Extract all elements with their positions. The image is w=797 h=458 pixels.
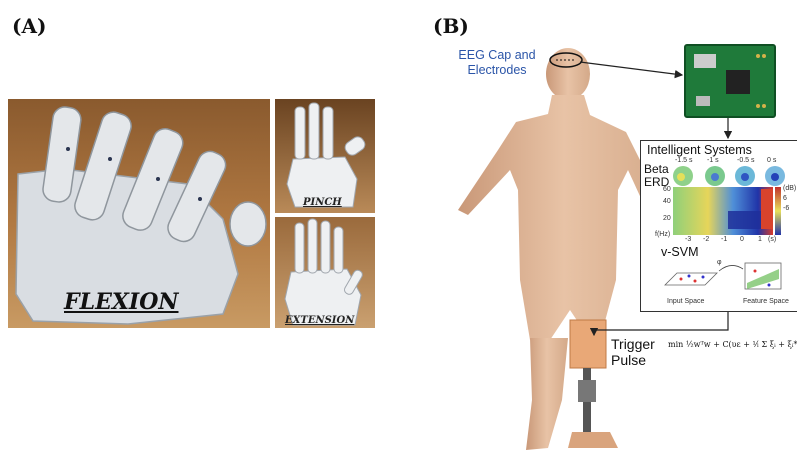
input-space-label: Input Space <box>667 298 704 305</box>
svm-spaces-illustration <box>661 259 791 297</box>
time-label-1: -1.5 s <box>675 157 693 164</box>
intelligent-systems-title: Intelligent Systems <box>647 143 752 157</box>
topography-maps <box>671 165 797 187</box>
y-tick-20: 20 <box>663 215 671 222</box>
x-tick-2: -2 <box>703 236 709 243</box>
x-tick-4: 0 <box>740 236 744 243</box>
x-tick-3: -1 <box>721 236 727 243</box>
trigger-label-line2: Pulse <box>611 352 655 368</box>
x-tick-1: -3 <box>685 236 691 243</box>
phi-symbol: φ <box>717 259 722 266</box>
time-label-3: -0.5 s <box>737 157 755 164</box>
time-label-4: 0 s <box>767 157 776 164</box>
colorbar-top-tick: 6 <box>783 195 787 202</box>
colorbar-bottom-tick: -6 <box>783 205 789 212</box>
colorbar <box>775 187 781 235</box>
erd-spectrogram <box>673 187 773 235</box>
time-label-2: -1 s <box>707 157 719 164</box>
y-top-tick: 60 <box>663 186 671 193</box>
y-axis-label: f(Hz) <box>655 231 670 238</box>
feature-space-label: Feature Space <box>743 298 789 305</box>
intelligent-systems-box: Intelligent Systems Beta ERD -1.5 s -1 s… <box>640 140 797 312</box>
x-unit: (s) <box>768 236 776 243</box>
trigger-label-line1: Trigger <box>611 336 655 352</box>
svm-formula: min ½wᵀw + C(υε + ¹⁄ₗ Σ ξᵢ + ξᵢ*) <box>668 340 797 349</box>
x-tick-5: 1 <box>758 236 762 243</box>
svm-label: v-SVM <box>661 245 699 259</box>
circuit-board-illustration <box>686 46 774 116</box>
colorbar-unit: (dB) <box>783 185 796 192</box>
y-tick-40: 40 <box>663 198 671 205</box>
trigger-pulse-label: Trigger Pulse <box>611 336 655 368</box>
eeg-amplifier-board <box>684 44 776 118</box>
